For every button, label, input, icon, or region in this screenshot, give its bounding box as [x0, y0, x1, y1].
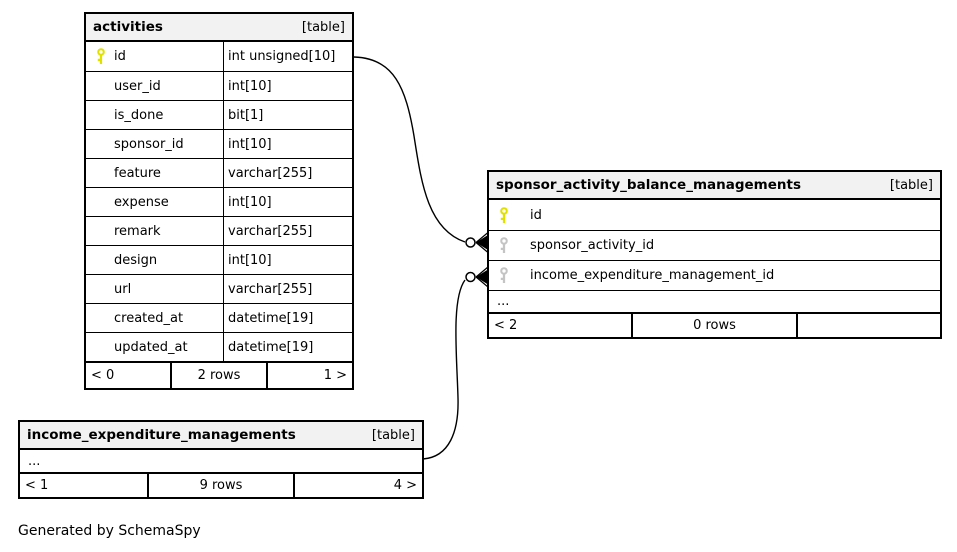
table-badge: [table] — [889, 177, 933, 193]
generated-by-note: Generated by SchemaSpy — [18, 523, 201, 539]
footer-children-count: 1 > — [265, 363, 352, 388]
footer-parents-count: < 2 — [494, 318, 518, 333]
column-name: expense — [114, 194, 169, 210]
table-title: income_expenditure_managements — [27, 427, 296, 443]
footer-children-count — [795, 314, 940, 337]
table-badge: [table] — [371, 427, 415, 443]
column-type: varchar[255] — [223, 217, 352, 245]
table-activities-header[interactable]: activities [table] — [86, 14, 352, 42]
table-sponsor-activity-balance-managements: sponsor_activity_balance_managements [ta… — [487, 170, 942, 339]
footer-children-count: 4 > — [292, 474, 422, 497]
foreign-key-icon — [499, 267, 509, 284]
footer-row-count: 2 rows — [170, 363, 266, 388]
column-name: id — [530, 207, 542, 223]
column-name: income_expenditure_management_id — [530, 268, 775, 283]
footer-parents-count: < 1 — [25, 478, 49, 493]
column-row-user-id: user_id int[10] — [86, 71, 352, 100]
column-row-is-done: is_done bit[1] — [86, 100, 352, 129]
column-name: created_at — [114, 310, 184, 326]
column-name: feature — [114, 165, 161, 181]
hidden-columns-ellipsis: ... — [489, 290, 940, 312]
column-type: int[10] — [223, 188, 352, 216]
table-title: activities — [93, 19, 163, 35]
column-name: url — [114, 281, 132, 297]
column-row-created-at: created_at datetime[19] — [86, 303, 352, 332]
primary-key-icon — [96, 48, 106, 65]
table-sabm-header[interactable]: sponsor_activity_balance_managements [ta… — [489, 172, 940, 200]
table-footer: < 0 2 rows 1 > — [86, 361, 352, 388]
relationship-curve-activities — [353, 56, 466, 243]
footer-row-count: 0 rows — [631, 314, 795, 337]
column-row-id: id — [489, 200, 940, 230]
crow-foot-connector-income-expenditure-management-id — [465, 266, 489, 288]
hidden-columns-ellipsis: ... — [28, 453, 41, 469]
column-name: sponsor_id — [114, 136, 184, 152]
column-type: bit[1] — [223, 101, 352, 129]
foreign-key-icon — [499, 237, 509, 254]
column-type: datetime[19] — [223, 333, 352, 361]
column-name: user_id — [114, 78, 161, 94]
table-income-expenditure-managements: income_expenditure_managements [table] .… — [18, 420, 424, 499]
table-badge: [table] — [301, 19, 345, 35]
column-row-updated-at: updated_at datetime[19] — [86, 332, 352, 361]
column-type: varchar[255] — [223, 275, 352, 303]
column-type: int unsigned[10] — [223, 42, 352, 71]
table-footer: < 2 0 rows — [489, 312, 940, 337]
table-activities: activities [table] id int unsigned[10] u… — [84, 12, 354, 390]
column-row-feature: feature varchar[255] — [86, 158, 352, 187]
table-iem-header[interactable]: income_expenditure_managements [table] — [20, 422, 422, 450]
relationship-curve-income-expenditure — [422, 279, 466, 460]
column-row-id: id int unsigned[10] — [86, 42, 352, 71]
column-row-remark: remark varchar[255] — [86, 216, 352, 245]
column-type: int[10] — [223, 246, 352, 274]
column-name: design — [114, 252, 158, 268]
column-row-expense: expense int[10] — [86, 187, 352, 216]
column-type: varchar[255] — [223, 159, 352, 187]
column-row-url: url varchar[255] — [86, 274, 352, 303]
column-type: datetime[19] — [223, 304, 352, 332]
footer-parents-count: < 0 — [91, 368, 115, 383]
column-name: remark — [114, 223, 161, 239]
column-row-sponsor-id: sponsor_id int[10] — [86, 129, 352, 158]
column-name: is_done — [114, 107, 164, 123]
column-row-income-expenditure-management-id: income_expenditure_management_id — [489, 260, 940, 290]
crow-foot-connector-sponsor-activity-id — [465, 232, 489, 253]
column-name: sponsor_activity_id — [530, 238, 655, 253]
column-type: int[10] — [223, 130, 352, 158]
footer-row-count: 9 rows — [147, 474, 293, 497]
primary-key-icon — [499, 207, 509, 224]
column-row-design: design int[10] — [86, 245, 352, 274]
column-row-sponsor-activity-id: sponsor_activity_id — [489, 230, 940, 260]
column-name: updated_at — [114, 339, 188, 355]
table-title: sponsor_activity_balance_managements — [496, 177, 801, 193]
column-type: int[10] — [223, 72, 352, 100]
table-footer: < 1 9 rows 4 > — [20, 472, 422, 497]
column-name: id — [114, 49, 126, 64]
